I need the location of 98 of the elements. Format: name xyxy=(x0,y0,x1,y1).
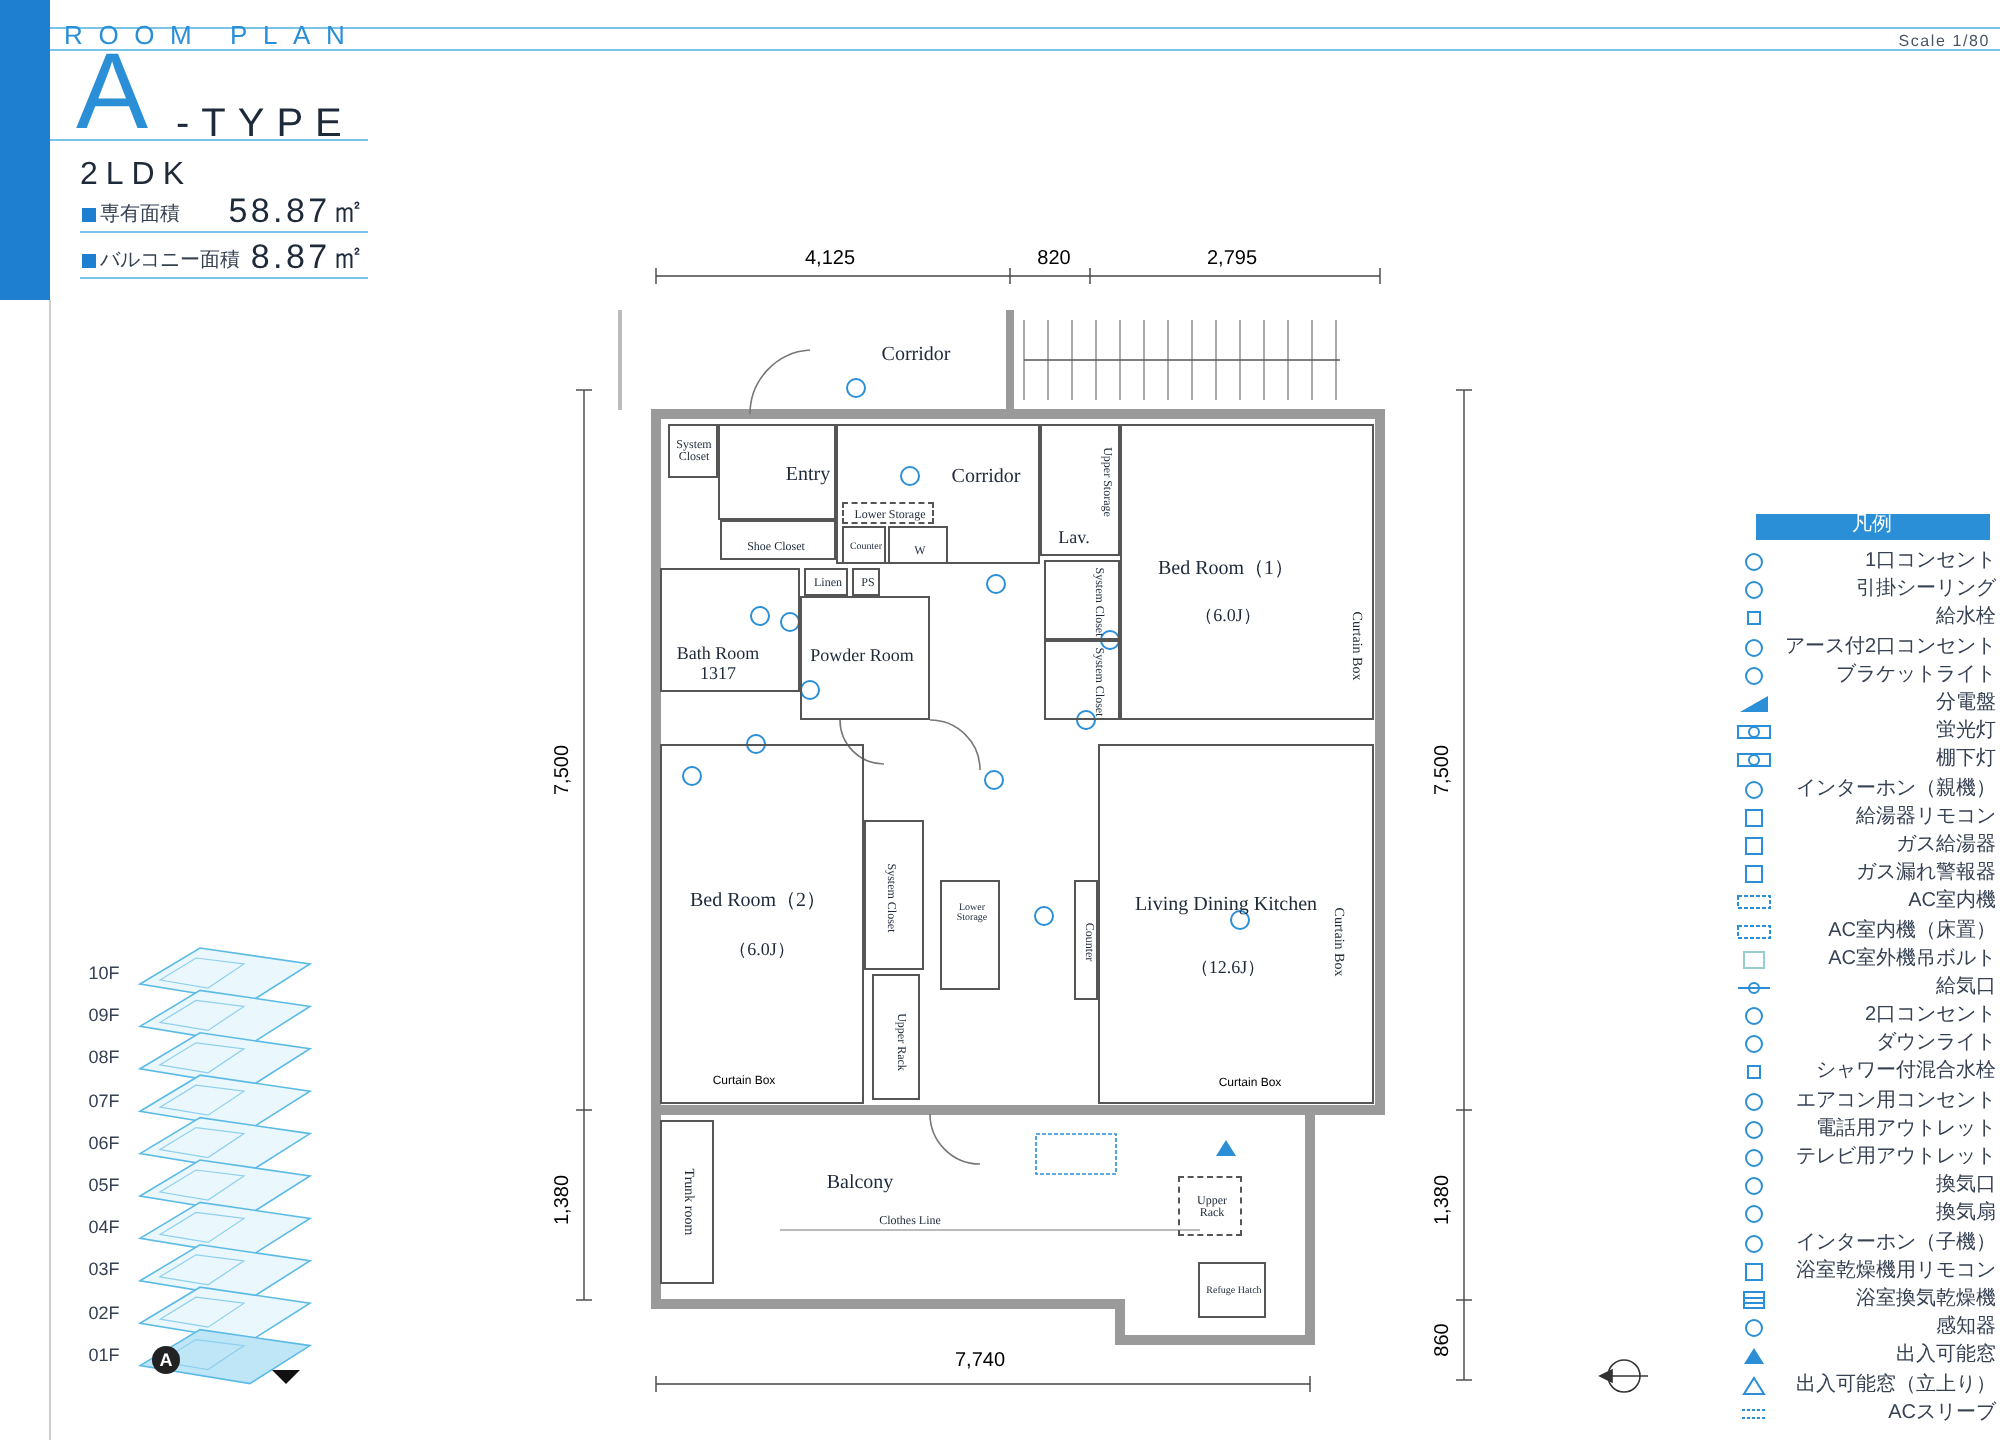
room-label: Bed Room（1） xyxy=(1157,560,1295,580)
legend-text: 換気口 xyxy=(1936,1176,1996,1197)
side-bar xyxy=(0,0,50,300)
dimension-label: 860 xyxy=(1434,1323,1454,1357)
legend-text: エアコン用コンセント xyxy=(1796,1091,1996,1112)
dimension-label: 7,500 xyxy=(1434,744,1454,796)
room-outline xyxy=(1040,424,1120,556)
area-caption: バルコニー面積 xyxy=(100,252,240,272)
room-outline xyxy=(888,526,948,564)
legend-text: 出入可能窓（立上り） xyxy=(1796,1375,1996,1396)
dimension-label: 1,380 xyxy=(554,1174,574,1226)
floor-label: 03F xyxy=(88,1261,120,1280)
room-label: Corridor xyxy=(951,468,1021,488)
legend-text: 換気扇 xyxy=(1936,1204,1996,1225)
floor-label: 09F xyxy=(88,1007,120,1026)
room-outline xyxy=(940,880,1000,990)
room-outline xyxy=(660,568,800,692)
room-label: （6.0J） xyxy=(729,941,795,959)
room-label: Corridor xyxy=(881,346,951,366)
room-outline xyxy=(718,424,836,520)
room-label: Powder Room xyxy=(810,647,914,665)
room-outline xyxy=(1120,424,1374,720)
legend-text: 蛍光灯 xyxy=(1936,722,1996,743)
scale-note: Scale 1/80 xyxy=(1898,34,1990,50)
room-outline xyxy=(842,502,934,524)
room-outline xyxy=(864,820,924,970)
dimension-label: 820 xyxy=(1037,250,1071,270)
room-outline xyxy=(660,1120,714,1284)
room-outline xyxy=(842,526,886,564)
floor-label: 08F xyxy=(88,1049,120,1068)
room-outline xyxy=(1074,880,1098,1000)
type-suffix: -TYPE xyxy=(176,104,354,144)
room-outline xyxy=(1098,744,1374,1104)
area-caption: 専有面積 xyxy=(100,206,180,226)
dimension-label: 7,740 xyxy=(954,1352,1006,1372)
legend-text: 給水栓 xyxy=(1936,608,1996,629)
floor-label: 07F xyxy=(88,1092,120,1111)
legend-text: ガス漏れ警報器 xyxy=(1856,864,1996,885)
room-outline xyxy=(836,424,1040,564)
room-outline xyxy=(1044,560,1120,640)
room-outline xyxy=(660,744,864,1104)
legend-text: 給湯器リモコン xyxy=(1856,807,1996,828)
legend-text: AC室内機（床置） xyxy=(1828,921,1996,942)
area-value: 58.87㎡ xyxy=(228,194,368,228)
floor-label: 01F xyxy=(88,1346,120,1365)
legend-text: テレビ用アウトレット xyxy=(1796,1148,1996,1169)
room-outline xyxy=(800,596,930,720)
room-label: 1317 xyxy=(700,665,736,683)
legend-text: AC室外機吊ボルト xyxy=(1828,949,1996,970)
legend-text: ACスリーブ xyxy=(1888,1403,1996,1424)
room-label: Lav. xyxy=(1058,529,1090,547)
unit-marker-badge: A xyxy=(152,1346,180,1374)
legend-text: 浴室乾燥機用リモコン xyxy=(1796,1261,1996,1282)
room-label: Bath Room xyxy=(676,645,760,663)
legend-text: 電話用アウトレット xyxy=(1816,1119,1996,1140)
legend-text: インターホン（親機） xyxy=(1796,779,1996,800)
legend-text: インターホン（子機） xyxy=(1796,1233,1996,1254)
legend-text: 分電盤 xyxy=(1936,694,1996,715)
legend-text: シャワー付混合水栓 xyxy=(1816,1062,1996,1083)
room-label: （6.0J） xyxy=(1195,607,1261,625)
dimension-label: 7,500 xyxy=(554,744,574,796)
legend-text: 浴室換気乾燥機 xyxy=(1856,1289,1996,1310)
legend-text: 感知器 xyxy=(1936,1318,1996,1339)
layout-type: 2LDK xyxy=(80,160,193,192)
room-label: Living Dining Kitchen xyxy=(1132,896,1320,916)
legend-text: AC室内機 xyxy=(1908,892,1996,913)
floor-label: 10F xyxy=(88,965,120,983)
area-value: 8.87㎡ xyxy=(250,240,368,274)
dimension-label: 4,125 xyxy=(804,250,856,270)
room-outline xyxy=(852,568,880,596)
room-outline xyxy=(872,974,920,1100)
floor-label: 02F xyxy=(88,1304,120,1323)
legend-heading: 凡例 xyxy=(1852,516,1892,536)
legend-text: 2口コンセント xyxy=(1864,1006,1996,1027)
room-outline xyxy=(804,568,848,596)
room-label: Entry xyxy=(785,466,831,486)
legend-text: 1口コンセント xyxy=(1864,552,1996,573)
legend-text: 棚下灯 xyxy=(1936,750,1996,771)
legend-text: 給気口 xyxy=(1936,977,1996,998)
room-outline xyxy=(1178,1176,1242,1236)
room-outline xyxy=(1044,640,1120,720)
legend-text: ブラケットライト xyxy=(1836,665,1996,686)
legend-text: 出入可能窓 xyxy=(1896,1346,1996,1367)
legend-text: ダウンライト xyxy=(1876,1034,1996,1055)
dimension-label: 2,795 xyxy=(1206,250,1258,270)
room-label: Bed Room（2） xyxy=(689,892,827,912)
room-outline xyxy=(720,520,836,560)
room-label: Balcony xyxy=(826,1174,894,1194)
room-outline xyxy=(1198,1262,1266,1318)
floor-label: 04F xyxy=(88,1219,120,1238)
floor-label: 06F xyxy=(88,1134,120,1153)
room-outline xyxy=(668,424,718,478)
legend-text: 引掛シーリング xyxy=(1856,580,1996,601)
room-label: （12.6J） xyxy=(1190,959,1266,977)
legend-text: ガス給湯器 xyxy=(1896,835,1996,856)
floor-label: 05F xyxy=(88,1177,120,1195)
legend-text: アース付2口コンセント xyxy=(1784,637,1996,658)
dimension-label: 1,380 xyxy=(1434,1174,1454,1226)
